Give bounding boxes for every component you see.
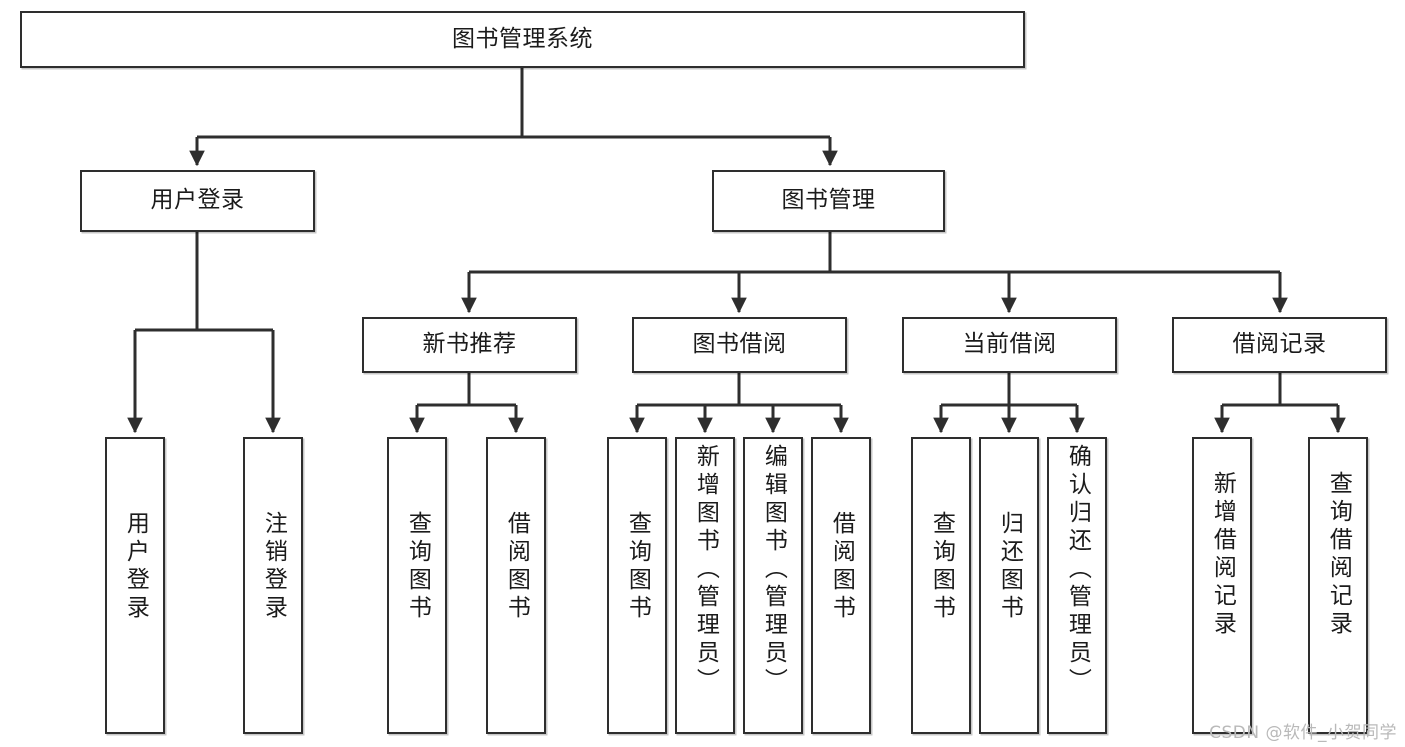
node-leaf-user-login[interactable]: 用户登录 bbox=[105, 437, 165, 734]
node-leaf-query-book-3[interactable]: 查询图书 bbox=[911, 437, 971, 734]
node-borrow-record[interactable]: 借阅记录 bbox=[1172, 317, 1387, 373]
csdn-watermark: CSDN @软件_小贺同学 bbox=[1209, 723, 1397, 743]
node-root-label: 图书管理系统 bbox=[452, 25, 593, 52]
node-book-management[interactable]: 图书管理 bbox=[712, 170, 945, 232]
node-new-book-recommend-label: 新书推荐 bbox=[422, 331, 517, 358]
node-book-management-label: 图书管理 bbox=[781, 187, 876, 214]
node-leaf-query-book-1[interactable]: 查询图书 bbox=[387, 437, 447, 734]
node-new-book-recommend[interactable]: 新书推荐 bbox=[362, 317, 577, 373]
node-leaf-edit-book-label: 编辑图书（管理员） bbox=[760, 444, 787, 696]
node-leaf-confirm-return-label: 确认归还（管理员） bbox=[1064, 444, 1091, 696]
node-leaf-borrow-book-1-label: 借阅图书 bbox=[503, 511, 530, 623]
node-book-borrow-label: 图书借阅 bbox=[692, 331, 787, 358]
node-leaf-borrow-book-2[interactable]: 借阅图书 bbox=[811, 437, 871, 734]
node-leaf-query-book-1-label: 查询图书 bbox=[404, 511, 431, 623]
node-current-borrow-label: 当前借阅 bbox=[962, 331, 1057, 358]
node-leaf-query-book-3-label: 查询图书 bbox=[928, 511, 955, 623]
node-leaf-query-record-label: 查询借阅记录 bbox=[1325, 471, 1352, 639]
node-leaf-user-login-label: 用户登录 bbox=[122, 511, 149, 623]
node-leaf-add-book[interactable]: 新增图书（管理员） bbox=[675, 437, 735, 734]
node-leaf-query-book-2[interactable]: 查询图书 bbox=[607, 437, 667, 734]
node-borrow-record-label: 借阅记录 bbox=[1232, 331, 1327, 358]
node-leaf-borrow-book-1[interactable]: 借阅图书 bbox=[486, 437, 546, 734]
node-root[interactable]: 图书管理系统 bbox=[20, 11, 1025, 68]
node-leaf-query-record[interactable]: 查询借阅记录 bbox=[1308, 437, 1368, 734]
node-leaf-borrow-book-2-label: 借阅图书 bbox=[828, 511, 855, 623]
node-leaf-add-record-label: 新增借阅记录 bbox=[1209, 471, 1236, 639]
node-leaf-return-book[interactable]: 归还图书 bbox=[979, 437, 1039, 734]
node-leaf-add-record[interactable]: 新增借阅记录 bbox=[1192, 437, 1252, 734]
node-current-borrow[interactable]: 当前借阅 bbox=[902, 317, 1117, 373]
node-leaf-user-logout[interactable]: 注销登录 bbox=[243, 437, 303, 734]
node-leaf-add-book-label: 新增图书（管理员） bbox=[692, 444, 719, 696]
node-leaf-edit-book[interactable]: 编辑图书（管理员） bbox=[743, 437, 803, 734]
node-leaf-user-logout-label: 注销登录 bbox=[260, 511, 287, 623]
node-leaf-confirm-return[interactable]: 确认归还（管理员） bbox=[1047, 437, 1107, 734]
node-user-login[interactable]: 用户登录 bbox=[80, 170, 315, 232]
node-book-borrow[interactable]: 图书借阅 bbox=[632, 317, 847, 373]
node-leaf-query-book-2-label: 查询图书 bbox=[624, 511, 651, 623]
node-leaf-return-book-label: 归还图书 bbox=[996, 511, 1023, 623]
node-user-login-label: 用户登录 bbox=[150, 187, 245, 214]
